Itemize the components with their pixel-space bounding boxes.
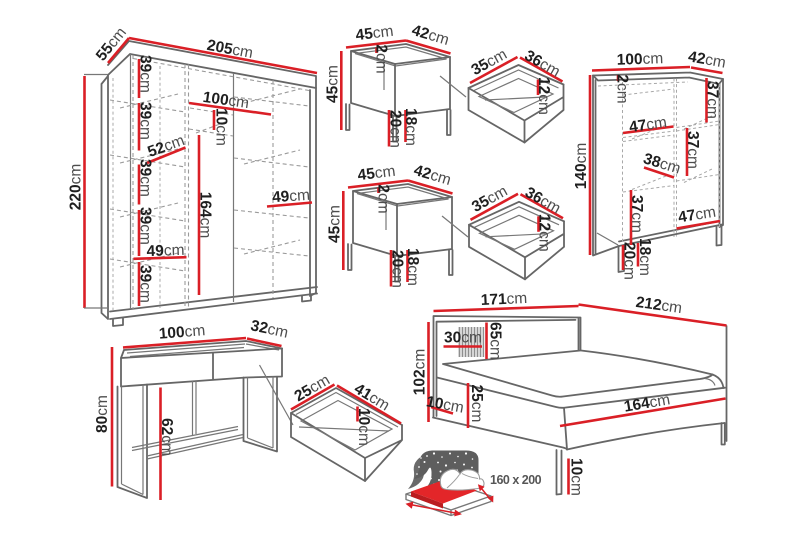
svg-text:100cm: 100cm — [158, 322, 206, 343]
svg-text:20cm: 20cm — [389, 250, 406, 288]
svg-text:45cm: 45cm — [357, 162, 397, 183]
svg-text:100cm: 100cm — [202, 88, 250, 111]
svg-text:18cm: 18cm — [637, 238, 654, 276]
svg-text:160 x 200: 160 x 200 — [490, 473, 542, 487]
svg-text:140cm: 140cm — [573, 143, 590, 190]
svg-text:37cm: 37cm — [685, 131, 702, 169]
svg-text:10cm: 10cm — [356, 408, 373, 446]
svg-text:212cm: 212cm — [635, 293, 683, 316]
svg-text:102cm: 102cm — [411, 349, 428, 396]
svg-text:18cm: 18cm — [405, 248, 422, 286]
svg-text:36cm: 36cm — [522, 184, 563, 217]
svg-text:45cm: 45cm — [326, 205, 343, 243]
svg-text:80cm: 80cm — [94, 395, 111, 433]
svg-text:10cm: 10cm — [568, 458, 585, 496]
svg-text:25cm: 25cm — [469, 385, 486, 423]
svg-text:42cm: 42cm — [687, 48, 727, 71]
svg-text:37cm: 37cm — [704, 81, 721, 119]
svg-text:205cm: 205cm — [206, 36, 255, 61]
svg-text:45cm: 45cm — [355, 22, 395, 43]
svg-text:164cm: 164cm — [623, 391, 672, 415]
svg-text:2cm: 2cm — [375, 184, 392, 213]
svg-text:164cm: 164cm — [197, 192, 214, 239]
svg-text:30cm: 30cm — [444, 329, 482, 346]
svg-text:171cm: 171cm — [480, 289, 527, 308]
svg-text:18cm: 18cm — [403, 108, 420, 146]
svg-text:39cm: 39cm — [137, 265, 154, 303]
svg-text:20cm: 20cm — [387, 110, 404, 148]
svg-text:37cm: 37cm — [629, 195, 646, 233]
svg-text:39cm: 39cm — [137, 159, 154, 197]
svg-text:12cm: 12cm — [536, 77, 553, 115]
svg-text:10cm: 10cm — [213, 108, 230, 146]
svg-text:39cm: 39cm — [137, 102, 154, 140]
svg-text:47cm: 47cm — [628, 113, 668, 135]
svg-text:10cm: 10cm — [425, 393, 465, 416]
svg-text:220cm: 220cm — [67, 164, 84, 211]
svg-text:100cm: 100cm — [616, 50, 663, 69]
svg-text:2cm: 2cm — [373, 44, 390, 73]
svg-text:39cm: 39cm — [137, 207, 154, 245]
svg-text:12cm: 12cm — [536, 214, 553, 252]
svg-text:38cm: 38cm — [641, 150, 682, 177]
svg-text:45cm: 45cm — [324, 65, 341, 103]
svg-text:49cm: 49cm — [271, 186, 310, 206]
svg-text:52cm: 52cm — [145, 132, 186, 161]
svg-text:2cm: 2cm — [614, 74, 631, 103]
svg-text:62cm: 62cm — [159, 418, 176, 456]
svg-text:39cm: 39cm — [137, 55, 154, 93]
svg-text:42cm: 42cm — [412, 161, 453, 188]
svg-text:65cm: 65cm — [487, 322, 504, 360]
svg-text:32cm: 32cm — [249, 317, 290, 342]
svg-text:47cm: 47cm — [677, 203, 717, 226]
svg-text:49cm: 49cm — [146, 241, 184, 259]
svg-text:42cm: 42cm — [410, 21, 451, 48]
svg-text:20cm: 20cm — [621, 242, 638, 280]
